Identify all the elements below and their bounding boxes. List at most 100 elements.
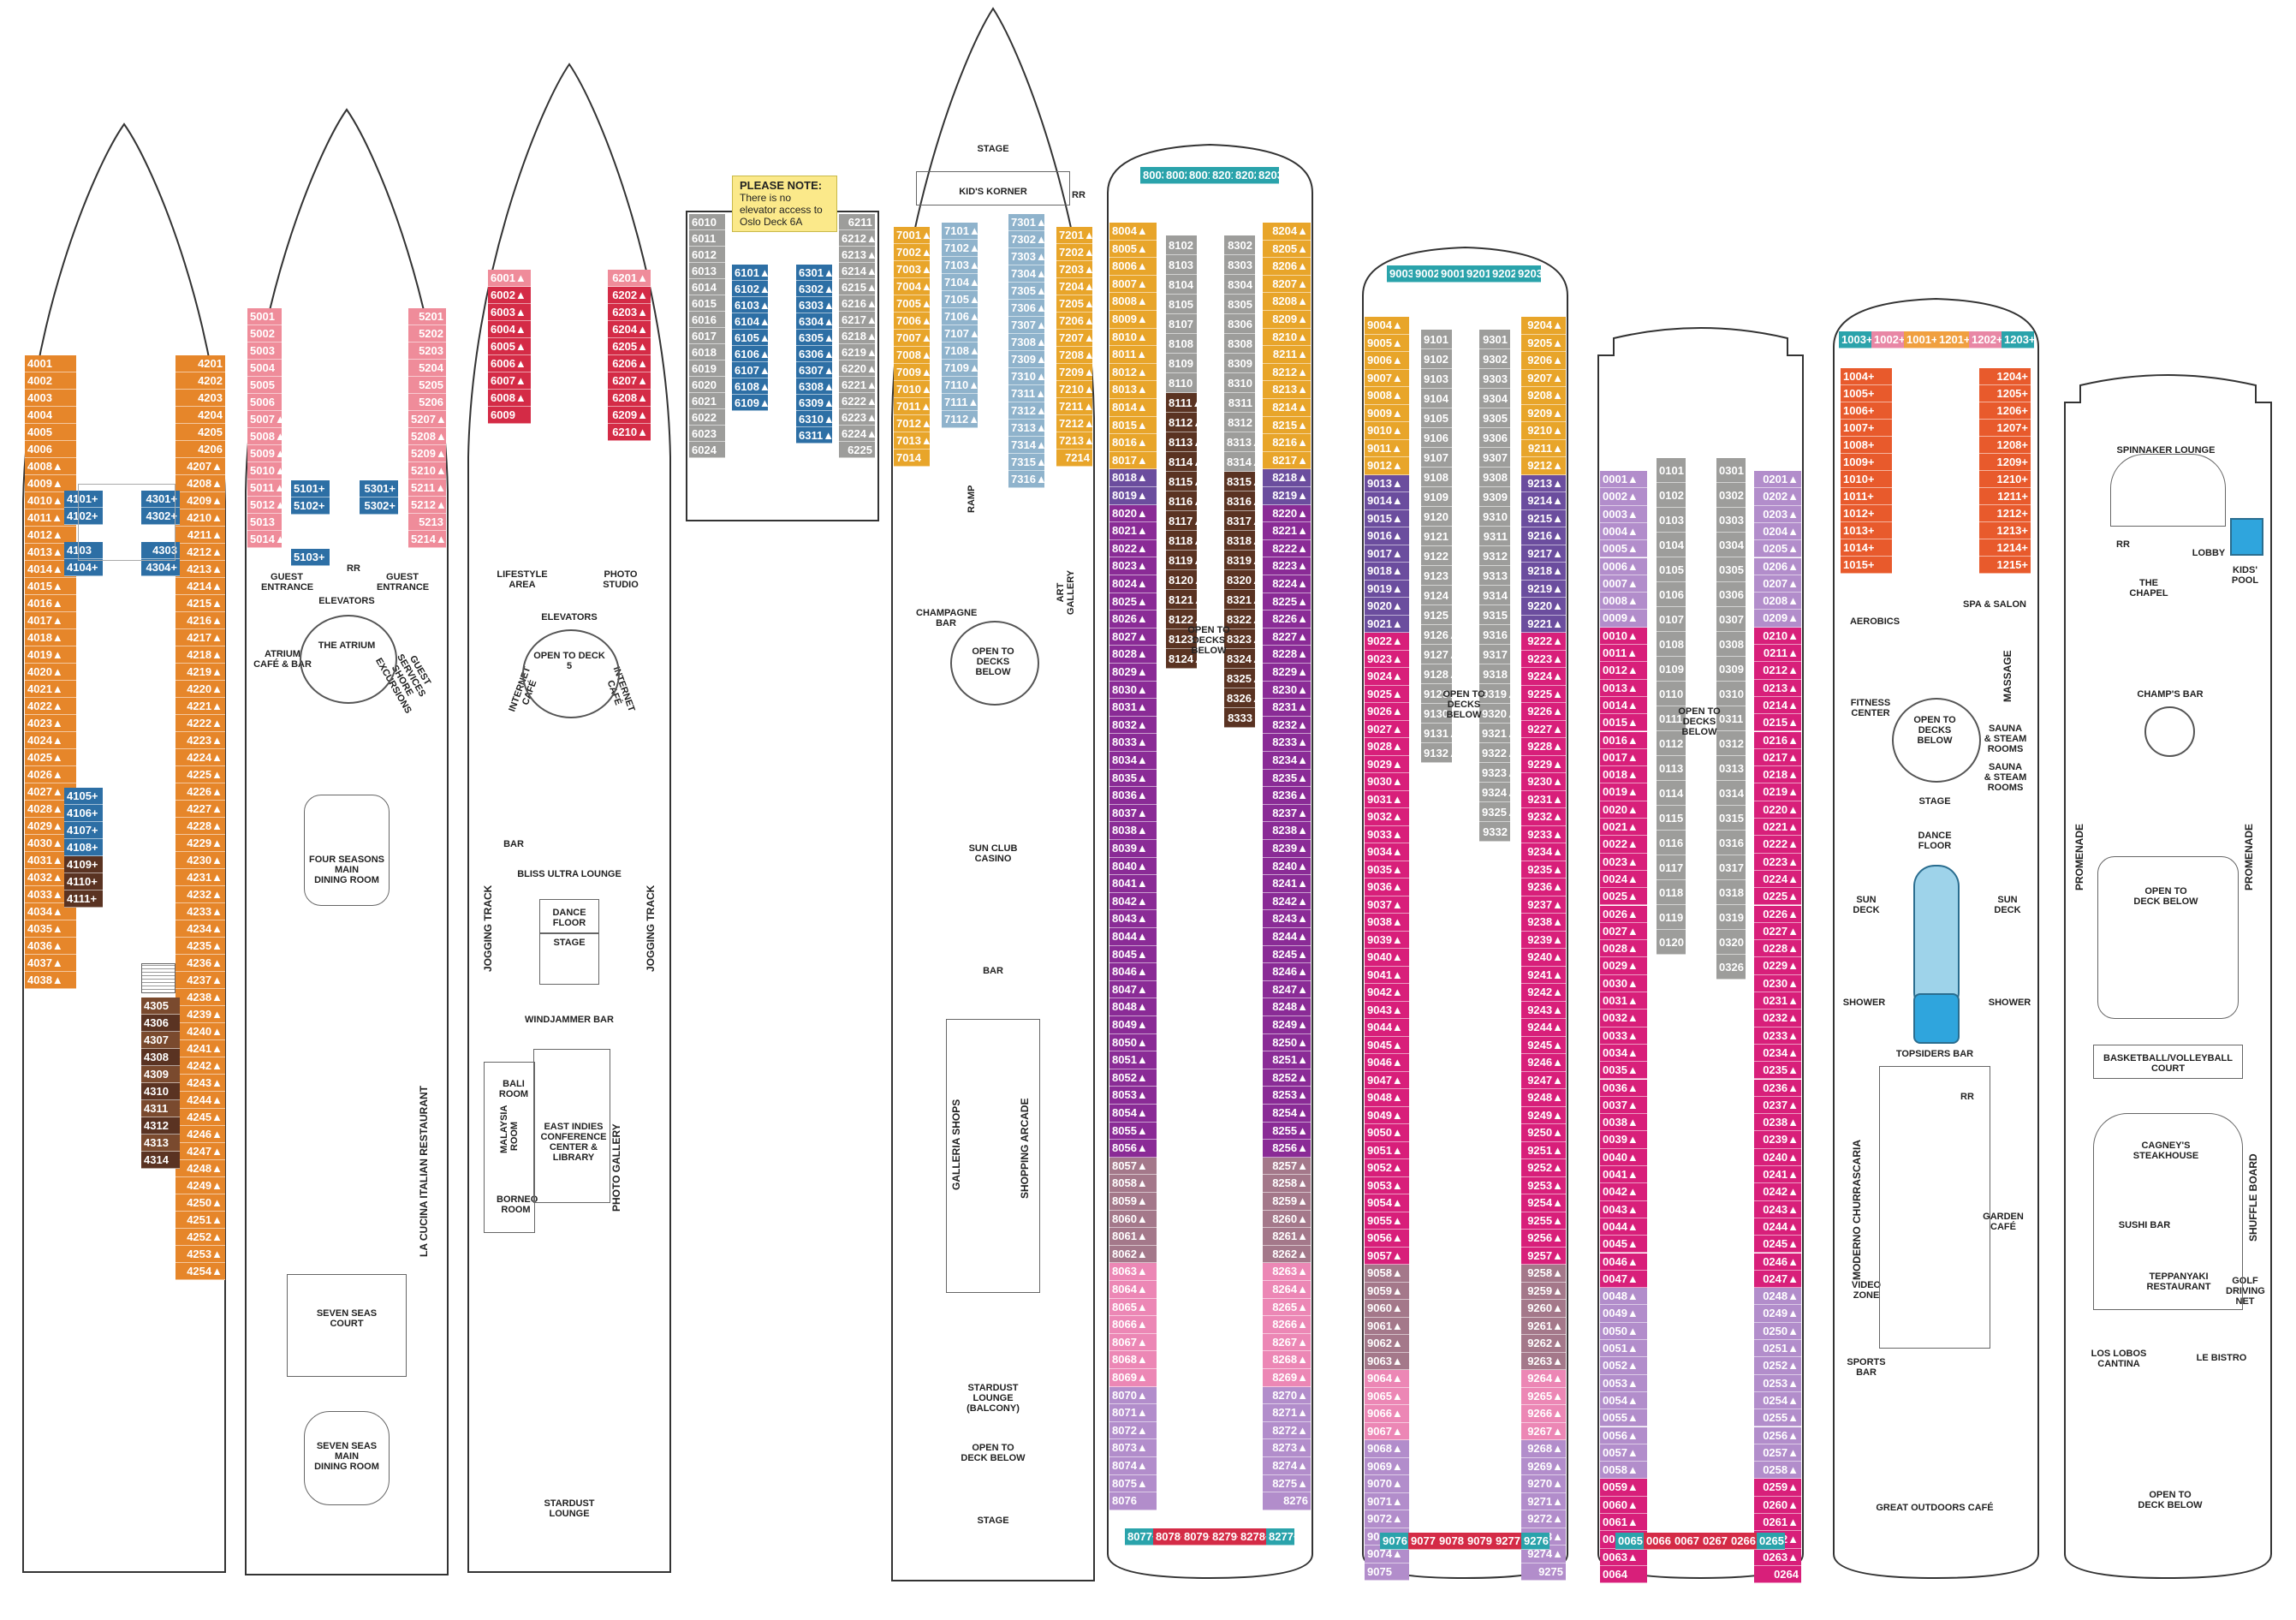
cabin[interactable]: 8025▲ xyxy=(1109,593,1157,611)
cabin[interactable]: 1201+ xyxy=(1936,331,1969,348)
cabin[interactable]: 8030▲ xyxy=(1109,681,1157,700)
cabin[interactable]: 6208▲ xyxy=(608,390,651,407)
cabin[interactable]: 9235▲ xyxy=(1521,861,1566,878)
cabin[interactable]: 7207▲ xyxy=(1056,330,1092,347)
cabin[interactable]: 5002 xyxy=(247,325,282,342)
cabin[interactable]: 9107 xyxy=(1421,448,1452,468)
cabin[interactable]: 8061▲ xyxy=(1109,1228,1157,1246)
cabin[interactable]: 5012▲ xyxy=(247,497,282,514)
cabin[interactable]: 0061▲ xyxy=(1600,1514,1647,1532)
cabin[interactable]: 8262▲ xyxy=(1263,1245,1311,1264)
cabin[interactable]: 9266▲ xyxy=(1521,1405,1566,1423)
cabin[interactable]: 4204 xyxy=(175,407,225,424)
cabin[interactable]: 0319 xyxy=(1716,905,1746,930)
cabin[interactable]: 4231▲ xyxy=(175,869,225,886)
cabin[interactable]: 8104 xyxy=(1166,275,1197,295)
cabin[interactable]: 6219▲ xyxy=(839,344,875,360)
cabin[interactable]: 4026▲ xyxy=(25,766,76,783)
cabin[interactable]: 0318 xyxy=(1716,880,1746,905)
cabin[interactable]: 8077+ xyxy=(1125,1528,1153,1546)
cabin[interactable]: 8068▲ xyxy=(1109,1351,1157,1369)
cabin[interactable]: 8237▲ xyxy=(1263,804,1311,823)
cabin[interactable]: 0117 xyxy=(1657,855,1686,880)
cabin[interactable]: 4207▲ xyxy=(175,458,225,475)
cabin[interactable]: 1207+ xyxy=(1979,420,2031,437)
cabin[interactable]: 1012+ xyxy=(1841,505,1892,522)
cabin[interactable]: 0306 xyxy=(1716,582,1746,607)
cabin[interactable]: 8333 xyxy=(1224,708,1255,728)
cabin[interactable]: 9268▲ xyxy=(1521,1440,1566,1458)
cabin[interactable]: 0246▲ xyxy=(1754,1253,1801,1271)
cabin[interactable]: 0313 xyxy=(1716,756,1746,781)
cabin[interactable]: 0303 xyxy=(1716,508,1746,533)
cabin[interactable]: 0203▲ xyxy=(1754,505,1801,523)
cabin[interactable]: 8207▲ xyxy=(1263,275,1311,294)
cabin[interactable]: 9231▲ xyxy=(1521,790,1566,808)
cabin[interactable]: 6205▲ xyxy=(608,338,651,355)
cabin[interactable]: 8323▲ xyxy=(1224,629,1255,649)
cabin[interactable]: 9202+ xyxy=(1490,265,1515,283)
cabin[interactable]: 0017▲ xyxy=(1600,748,1647,767)
cabin[interactable]: 4309 xyxy=(141,1066,180,1083)
cabin[interactable]: 9132▲ xyxy=(1421,743,1452,763)
cabin[interactable]: 9057▲ xyxy=(1365,1247,1409,1265)
cabin[interactable]: 8318▲ xyxy=(1224,531,1255,551)
cabin[interactable]: 8108 xyxy=(1166,334,1197,354)
cabin[interactable]: 4302+ xyxy=(141,508,180,525)
cabin[interactable]: 8059▲ xyxy=(1109,1193,1157,1211)
cabin[interactable]: 4101+ xyxy=(64,491,103,508)
cabin[interactable]: 7106▲ xyxy=(942,308,978,325)
cabin[interactable]: 9007▲ xyxy=(1365,369,1409,387)
cabin[interactable]: 8065▲ xyxy=(1109,1298,1157,1317)
cabin[interactable]: 0115 xyxy=(1657,806,1686,831)
cabin[interactable]: 8246▲ xyxy=(1263,963,1311,981)
cabin[interactable]: 4018▲ xyxy=(25,629,76,646)
cabin[interactable]: 9255▲ xyxy=(1521,1212,1566,1230)
cabin[interactable]: 9205▲ xyxy=(1521,334,1566,352)
cabin[interactable]: 0014▲ xyxy=(1600,696,1647,715)
cabin[interactable]: 4310 xyxy=(141,1083,180,1100)
cabin[interactable]: 9123 xyxy=(1421,566,1452,586)
cabin[interactable]: 9274▲ xyxy=(1521,1546,1566,1563)
cabin[interactable]: 7014 xyxy=(894,450,930,467)
cabin[interactable]: 9325▲ xyxy=(1479,802,1510,822)
cabin[interactable]: 7213▲ xyxy=(1056,432,1092,450)
cabin[interactable]: 9257▲ xyxy=(1521,1247,1566,1265)
cabin[interactable]: 0120 xyxy=(1657,930,1686,955)
cabin[interactable]: 8227▲ xyxy=(1263,628,1311,646)
cabin[interactable]: 8012▲ xyxy=(1109,363,1157,382)
cabin[interactable]: 7002▲ xyxy=(894,244,930,261)
cabin[interactable]: 9027▲ xyxy=(1365,720,1409,738)
cabin[interactable]: 0053▲ xyxy=(1600,1374,1647,1392)
cabin[interactable]: 9219▲ xyxy=(1521,580,1566,598)
cabin[interactable]: 5208▲ xyxy=(408,428,446,445)
cabin[interactable]: 9033▲ xyxy=(1365,825,1409,843)
cabin[interactable]: 9303 xyxy=(1479,369,1510,389)
cabin[interactable]: 0118 xyxy=(1657,880,1686,905)
cabin[interactable]: 7210▲ xyxy=(1056,381,1092,398)
cabin[interactable]: 8035▲ xyxy=(1109,769,1157,788)
cabin[interactable]: 5302+ xyxy=(360,497,398,515)
cabin[interactable]: 8071▲ xyxy=(1109,1404,1157,1422)
cabin[interactable]: 9306 xyxy=(1479,428,1510,448)
cabin[interactable]: 9269▲ xyxy=(1521,1457,1566,1475)
cabin[interactable]: 4217▲ xyxy=(175,629,225,646)
cabin[interactable]: 1004+ xyxy=(1841,368,1892,385)
cabin[interactable]: 9075 xyxy=(1365,1563,1409,1581)
cabin[interactable]: 9252▲ xyxy=(1521,1159,1566,1177)
cabin[interactable]: 8105 xyxy=(1166,295,1197,314)
cabin[interactable]: 9247▲ xyxy=(1521,1071,1566,1089)
cabin[interactable]: 7315▲ xyxy=(1008,454,1044,471)
cabin[interactable]: 9076 xyxy=(1380,1533,1408,1550)
cabin[interactable]: 6023 xyxy=(689,426,725,442)
cabin[interactable]: 4035▲ xyxy=(25,920,76,938)
cabin[interactable]: 9018▲ xyxy=(1365,563,1409,581)
cabin[interactable]: 8314▲ xyxy=(1224,452,1255,472)
cabin[interactable]: 1212+ xyxy=(1979,505,2031,522)
cabin[interactable]: 7208▲ xyxy=(1056,347,1092,364)
cabin[interactable]: 4107+ xyxy=(64,822,103,839)
cabin[interactable]: 9124 xyxy=(1421,586,1452,605)
cabin[interactable]: 9003+ xyxy=(1387,265,1413,283)
cabin[interactable]: 9069▲ xyxy=(1365,1457,1409,1475)
cabin[interactable]: 4102+ xyxy=(64,508,103,525)
